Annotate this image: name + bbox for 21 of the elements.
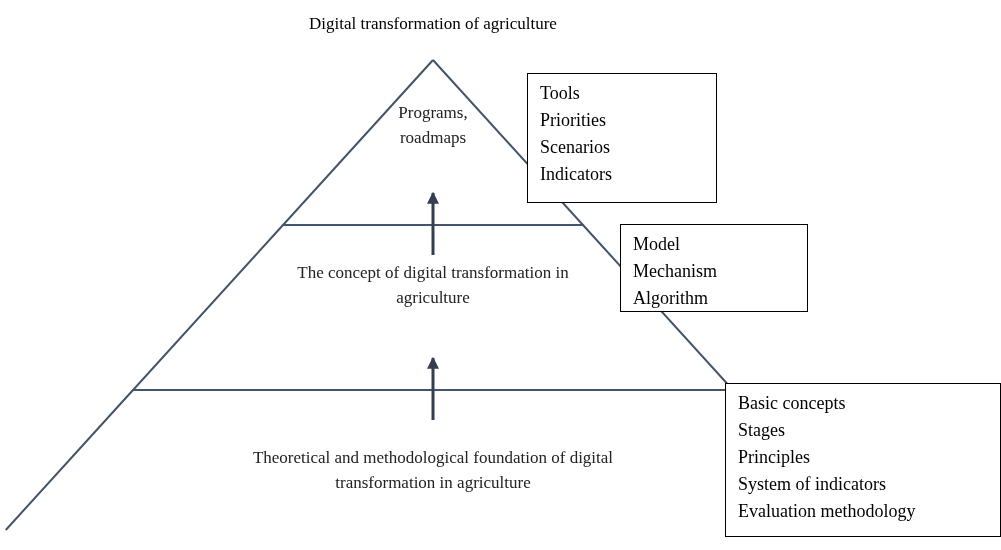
tier-label: The concept of digital transformation in agriculture bbox=[283, 260, 583, 310]
list-item: Principles bbox=[738, 446, 810, 469]
tier-label: Programs, roadmaps bbox=[373, 100, 493, 150]
note-box bbox=[620, 224, 808, 312]
list-item: Indicators bbox=[540, 163, 612, 186]
list-item: Mechanism bbox=[633, 260, 717, 283]
list-item: Priorities bbox=[540, 109, 606, 132]
arrow bbox=[427, 191, 439, 255]
note-box bbox=[527, 73, 717, 203]
arrow bbox=[427, 356, 439, 420]
list-item: Basic concepts bbox=[738, 392, 846, 415]
diagram-title: Digital transformation of agriculture bbox=[309, 14, 557, 34]
tier-label: Theoretical and methodological foundation of digital transformation in agriculture bbox=[218, 445, 648, 495]
list-item: System of indicators bbox=[738, 473, 886, 496]
list-item: Evaluation methodology bbox=[738, 500, 916, 523]
list-item: Stages bbox=[738, 419, 785, 442]
list-item: Tools bbox=[540, 82, 580, 105]
list-item: Algorithm bbox=[633, 287, 708, 310]
list-item: Scenarios bbox=[540, 136, 610, 159]
list-item: Model bbox=[633, 233, 680, 256]
note-box bbox=[725, 383, 1001, 537]
